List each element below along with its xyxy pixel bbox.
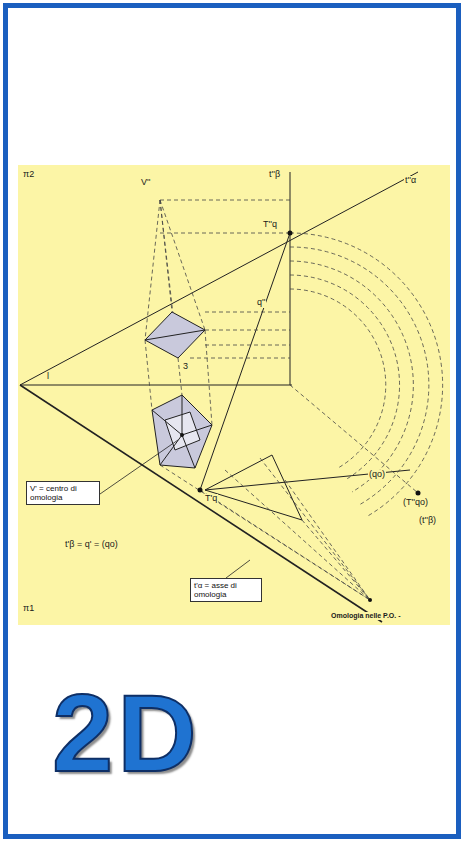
frame-box: V' = centro di omologia t'α = asse di omo… xyxy=(3,3,461,839)
drawing-label: (T''qo) xyxy=(402,498,429,508)
big-heading: 2D xyxy=(52,678,201,788)
drawing-label: (qo) xyxy=(368,470,386,480)
drawing-label: π2 xyxy=(22,170,35,180)
drawing-label: T'q xyxy=(204,494,218,504)
drawing-label: q'' xyxy=(256,298,266,308)
callout-text: t'α = asse di omologia xyxy=(194,581,258,599)
points xyxy=(180,231,421,603)
drawing-label: t'β = q' = (qo) xyxy=(64,540,119,550)
drawing-label: t''β xyxy=(268,170,281,180)
drawing-label: 3 xyxy=(182,362,189,372)
dashed-lines xyxy=(145,200,443,600)
drawing-label: V'' xyxy=(140,178,151,188)
drawing-label: (t''β) xyxy=(418,516,437,526)
pyramid-views xyxy=(145,312,212,468)
drawing-label: l xyxy=(46,372,50,382)
callout-box: t'α = asse di omologia xyxy=(190,578,262,602)
drawing-label: t''α xyxy=(404,176,417,186)
drawing-label: π1 xyxy=(22,604,35,614)
construction-lines xyxy=(20,172,418,622)
callout-text: V' = centro di omologia xyxy=(30,484,96,502)
leader-lines xyxy=(100,440,250,578)
yellow-panel xyxy=(18,165,450,625)
callout-box: V' = centro di omologia xyxy=(26,481,100,505)
drawing-label: Omologia nelle P.O. - xyxy=(330,612,402,620)
drawing-label: T''q xyxy=(262,220,278,230)
